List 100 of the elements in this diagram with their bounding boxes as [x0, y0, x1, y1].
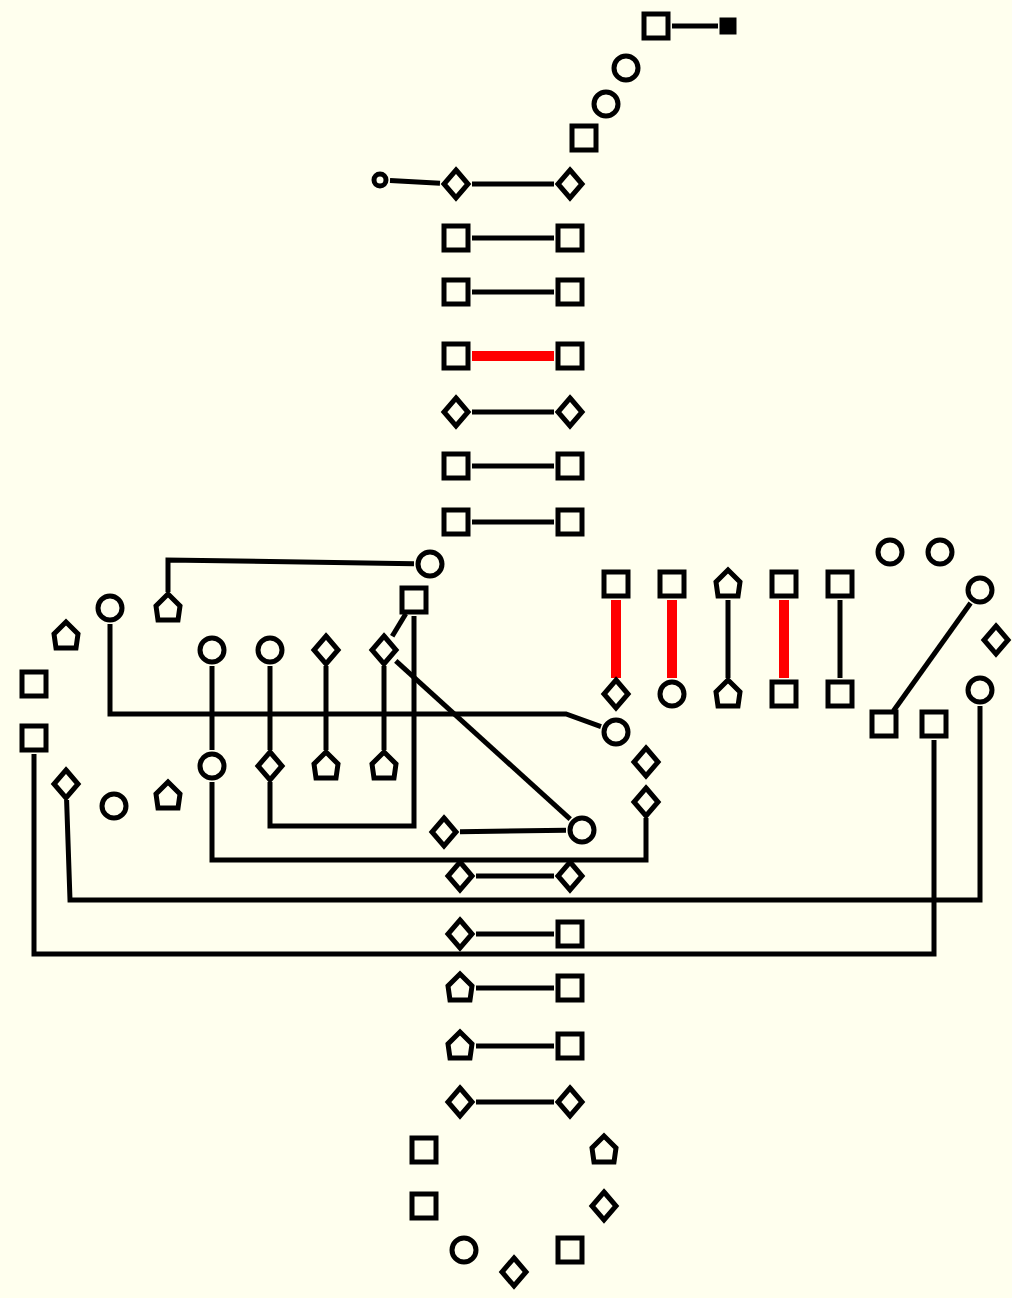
nucleotide-diamond [440, 394, 472, 430]
nucleotide-square [769, 679, 799, 709]
nucleotide-square [869, 709, 899, 739]
nucleotide-pentagon [51, 618, 81, 651]
base-pair-line [891, 601, 973, 713]
base-pair-line [472, 409, 554, 415]
base-pair-line [611, 600, 621, 678]
nucleotide-circle [449, 1235, 479, 1265]
interaction-line [31, 740, 937, 957]
base-pair-line [472, 289, 554, 295]
base-pair-line [472, 519, 554, 525]
nucleotide-square [555, 341, 585, 371]
nucleotide-diamond [588, 1188, 620, 1224]
nucleotide-circle [255, 635, 285, 665]
nucleotide-square [719, 17, 737, 35]
base-pair-line [472, 181, 554, 187]
base-pair-line [476, 985, 554, 991]
base-pair-line [472, 235, 554, 241]
nucleotide-square [555, 507, 585, 537]
nucleotide-circle [657, 679, 687, 709]
nucleotide-pentagon [713, 566, 743, 599]
nucleotide-square [555, 1031, 585, 1061]
nucleotide-diamond [444, 1084, 476, 1120]
base-pair-line [837, 600, 843, 678]
base-pair-line [381, 666, 387, 750]
nucleotide-diamond [630, 784, 662, 820]
nucleotide-diamond [980, 622, 1012, 658]
nucleotide-square [641, 11, 671, 41]
nucleotide-square [601, 569, 631, 599]
base-pair-line [476, 873, 554, 879]
nucleotide-square [441, 223, 471, 253]
nucleotide-diamond [554, 858, 586, 894]
nucleotide-circle [965, 675, 995, 705]
interaction-line [107, 624, 602, 729]
nucleotide-square [825, 679, 855, 709]
nucleotide-square [19, 723, 49, 753]
nucleotide-square [569, 123, 599, 153]
nucleotide-circle [611, 53, 641, 83]
nucleotide-diamond [428, 814, 460, 850]
interaction-line [267, 616, 417, 829]
base-pair-line [476, 1099, 554, 1105]
nucleotide-square [555, 1235, 585, 1265]
nucleotide-diamond [254, 748, 286, 784]
nucleotide-square [19, 669, 49, 699]
nucleotide-diamond [554, 166, 586, 202]
nucleotide-square [441, 341, 471, 371]
nucleotide-circle [875, 537, 905, 567]
nucleotide-square [555, 451, 585, 481]
nucleotide-circle [567, 815, 597, 845]
interaction-line [165, 557, 415, 592]
nucleotide-diamond [600, 676, 632, 712]
nucleotide-square [555, 973, 585, 1003]
base-pair-line [476, 931, 554, 937]
nucleotide-diamond [50, 766, 82, 802]
nucleotide-square [919, 709, 949, 739]
nucleotide-diamond [630, 744, 662, 780]
nucleotide-circle [601, 717, 631, 747]
nucleotide-circle [99, 791, 129, 821]
nucleotide-circle [925, 537, 955, 567]
base-pair-line [672, 23, 718, 29]
nucleotide-pentagon [153, 778, 183, 811]
base-pair-line [472, 351, 554, 361]
nucleotide-circle [371, 171, 389, 189]
base-pair-line [725, 600, 731, 678]
nucleotide-square [399, 585, 429, 615]
base-pair-line [390, 612, 408, 638]
nucleotide-square [555, 277, 585, 307]
nucleotide-pentagon [445, 970, 475, 1003]
base-pair-line [389, 178, 441, 186]
nucleotide-pentagon [311, 748, 341, 781]
nucleotide-square [555, 919, 585, 949]
nucleotide-square [769, 569, 799, 599]
interaction-line [209, 782, 649, 863]
nucleotide-circle [197, 635, 227, 665]
nucleotide-diamond [440, 166, 472, 202]
base-pair-line [472, 463, 554, 469]
nucleotide-diamond [368, 632, 400, 668]
nucleotide-diamond [444, 916, 476, 952]
nucleotide-square [441, 277, 471, 307]
base-pair-line [779, 600, 789, 678]
base-pair-line [476, 1043, 554, 1049]
nucleotide-square [555, 223, 585, 253]
nucleotide-pentagon [153, 590, 183, 623]
nucleotide-pentagon [713, 676, 743, 709]
nucleotide-pentagon [589, 1132, 619, 1165]
base-pair-line [394, 658, 572, 822]
nucleotide-circle [95, 593, 125, 623]
nucleotide-square [409, 1191, 439, 1221]
nucleotide-circle [965, 575, 995, 605]
nucleotide-square [825, 569, 855, 599]
base-pair-line [209, 666, 215, 750]
nucleotide-square [441, 451, 471, 481]
nucleotide-diamond [554, 1084, 586, 1120]
base-pair-line [323, 666, 329, 750]
base-pair-line [667, 600, 677, 678]
nucleotide-square [441, 507, 471, 537]
nucleotide-square [409, 1135, 439, 1165]
nucleotide-diamond [310, 632, 342, 668]
nucleotide-circle [415, 549, 445, 579]
nucleotide-circle [197, 751, 227, 781]
